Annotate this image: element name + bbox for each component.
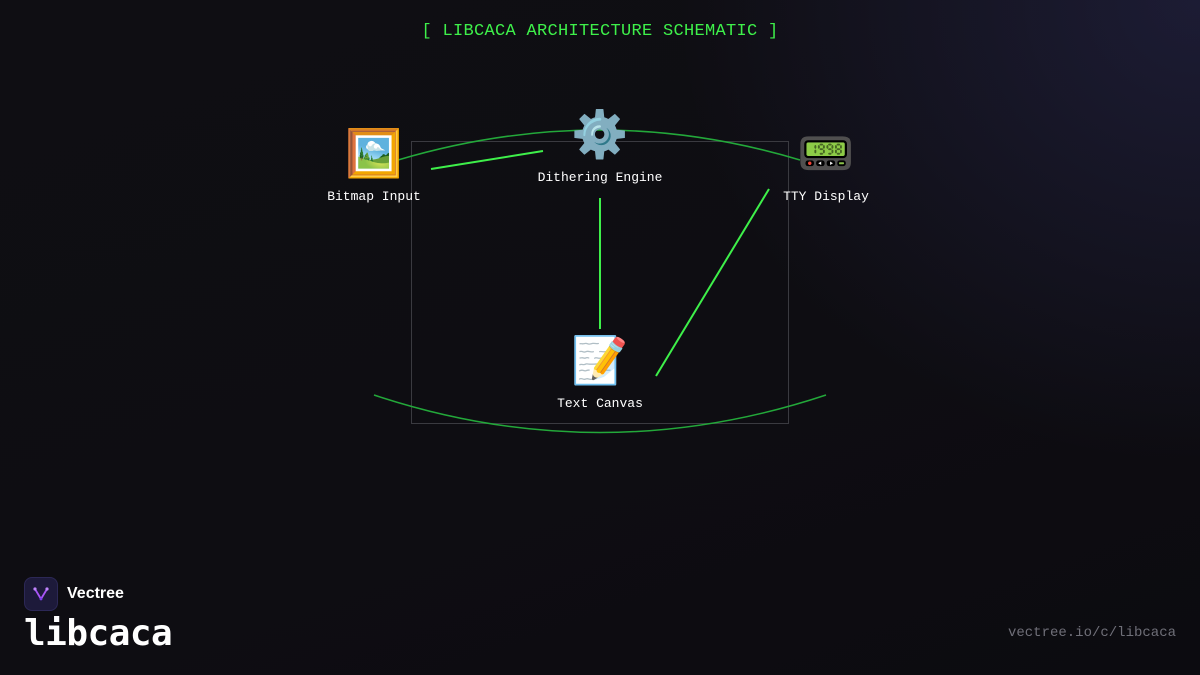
framed-picture-icon: 🖼️ [345,126,403,180]
vectree-logo-mark [33,587,49,601]
node-label: Dithering Engine [537,170,663,185]
node-label: Bitmap Input [327,189,421,204]
brand-row: Vectree [24,577,172,611]
node-text-canvas[interactable]: 📝 Text Canvas [510,332,690,411]
gear-icon: ⚙️ [571,107,629,161]
edge-canvas-to-tty [655,188,770,377]
node-bitmap-input[interactable]: 🖼️ Bitmap Input [284,125,464,204]
node-label: TTY Display [783,189,869,204]
pager-icon: 📟 [797,126,855,180]
diagram-frame [411,141,789,424]
diagram-title: [ LIBCACA ARCHITECTURE SCHEMATIC ] [421,22,779,41]
page-url[interactable]: vectree.io/c/libcaca [1007,625,1176,641]
node-label: Text Canvas [557,396,643,411]
brand-name: Vectree [67,585,124,602]
node-tty-display[interactable]: 📟 TTY Display [736,125,916,204]
vectree-logo-icon[interactable] [24,577,58,611]
edge-bitmap-to-dithering [430,150,544,170]
node-dithering-engine[interactable]: ⚙️ Dithering Engine [510,106,690,185]
memo-icon: 📝 [571,333,629,387]
product-name: libcaca [24,613,173,654]
ring-arc-top [397,129,801,161]
ring-arc-bottom [373,394,827,434]
brand-block: Vectree libcaca [24,577,173,654]
